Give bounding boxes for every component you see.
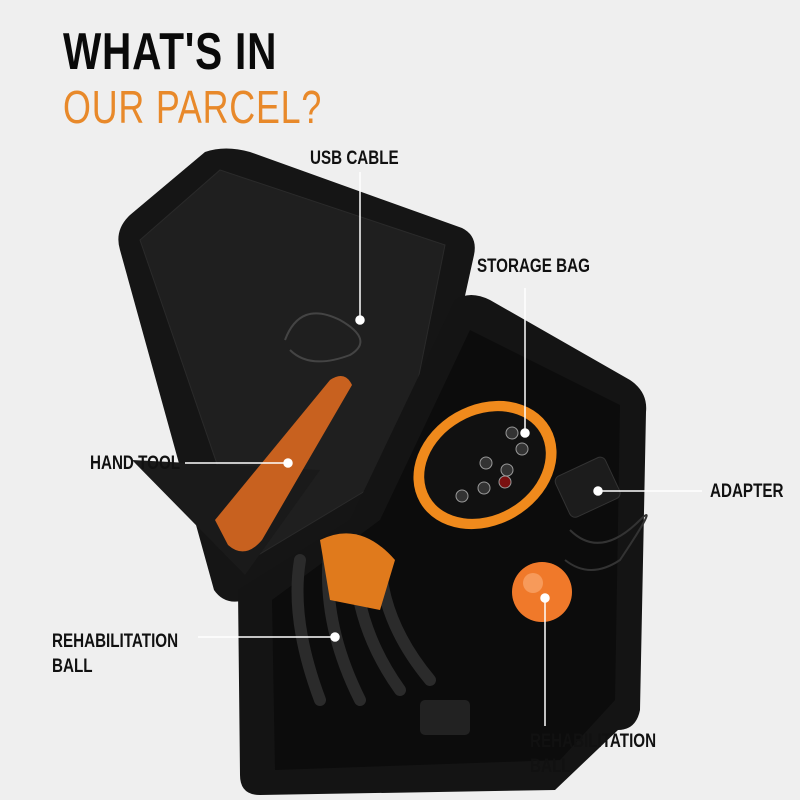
label-usb-cable: USB CABLE — [310, 148, 399, 169]
label-hand-tool: HAND TOOL — [90, 453, 181, 474]
label-storage-bag: STORAGE BAG — [477, 256, 590, 277]
heading-line-1: WHAT'S IN — [63, 23, 278, 81]
adapter — [554, 456, 621, 518]
label-line-1: REHABILITATION — [52, 631, 179, 652]
label-rehab-ball-left: REHABILITATION BALL — [52, 629, 178, 679]
mesh-pocket — [139, 169, 446, 561]
label-rehab-ball-right: REHABILITATION BALL — [530, 729, 656, 779]
heading-line-2: OUR PARCEL? — [63, 81, 323, 133]
usb-cable — [284, 312, 362, 363]
rehabilitation-ball-spiky — [512, 562, 572, 622]
label-line-1: REHABILITATION — [530, 731, 657, 752]
label-adapter: ADAPTER — [710, 481, 784, 502]
label-line-2: BALL — [52, 656, 93, 677]
leader-lines — [185, 172, 702, 726]
label-line-2: BALL — [530, 756, 571, 777]
